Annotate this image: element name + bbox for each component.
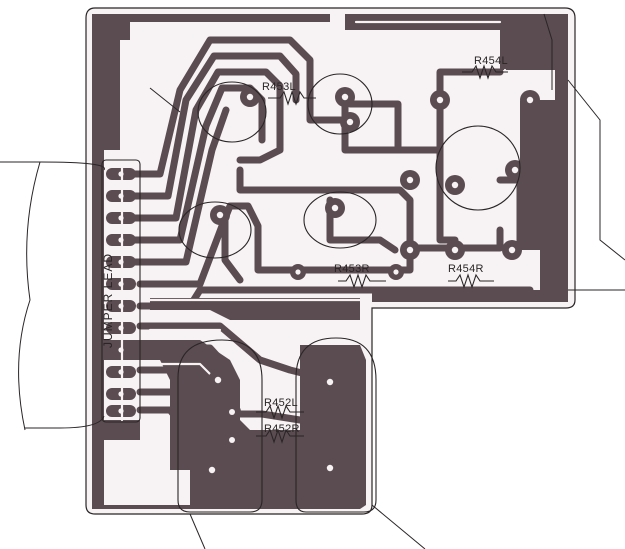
label-r453l: R453L [262,81,296,93]
component-pads [118,87,540,480]
resistor-symbols [256,64,508,444]
label-r454l: R454L [474,55,508,67]
component-outlines [101,73,521,513]
external-leads [0,13,625,549]
label-jumper-lead: JUMPER LEAD [101,253,115,348]
label-r454r: R454R [448,263,484,275]
label-r453r: R453R [334,263,370,275]
label-r452r: R452R [264,423,300,435]
label-r452l: R452L [264,397,298,409]
lower-traces [136,322,344,484]
upper-traces [126,36,534,310]
